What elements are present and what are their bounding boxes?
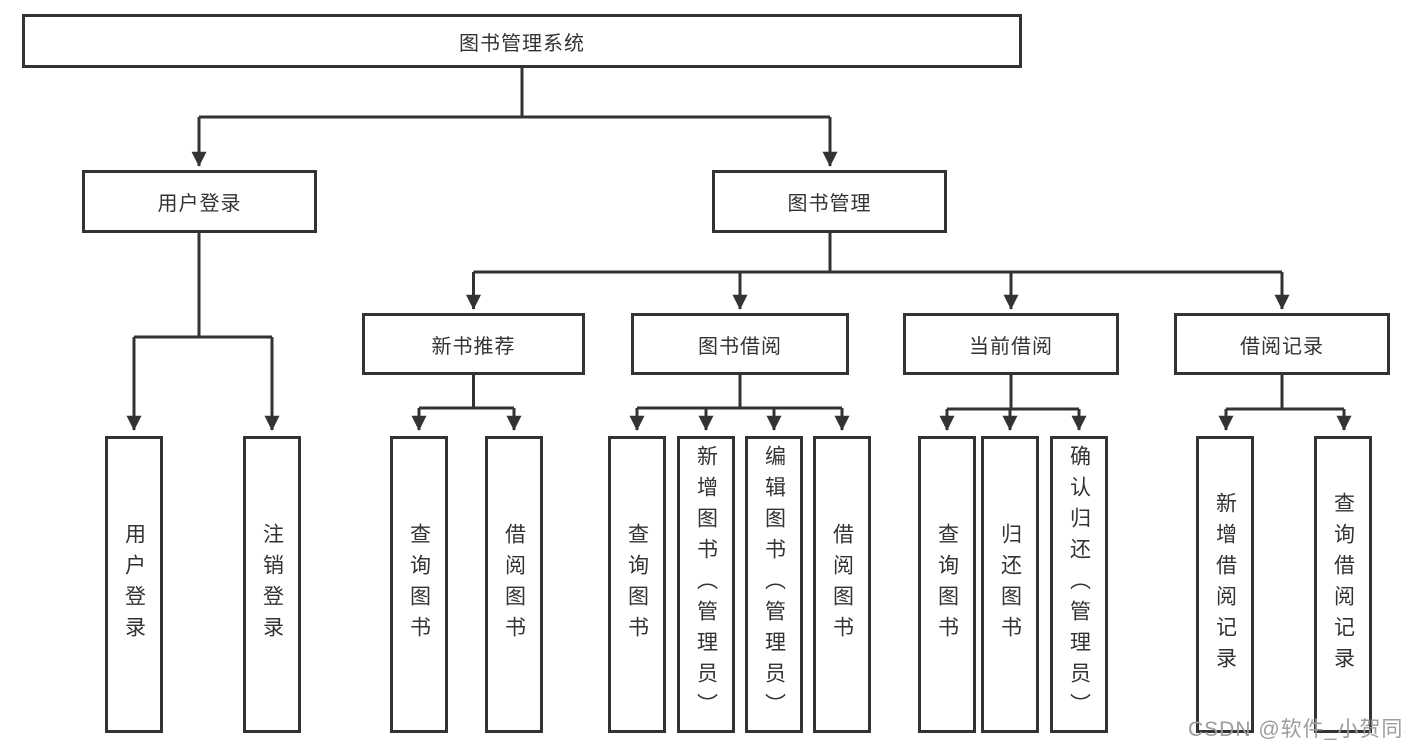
leaf-borrow-borrow-books: 借阅图书 <box>813 436 871 733</box>
connector-bookmgmt-trunk <box>473 233 1282 274</box>
connector-borrow-trunk <box>637 375 842 410</box>
node-current-borrowing: 当前借阅 <box>903 313 1119 375</box>
leaf-current-confirm-return-admin: 确认归还（管理员） <box>1050 436 1108 733</box>
leaf-borrow-query-books-label: 查询图书 <box>625 522 649 647</box>
leaf-current-return-books-label: 归还图书 <box>998 522 1022 647</box>
leaf-newrec-query-books-label: 查询图书 <box>407 522 431 647</box>
leaf-user-login-label: 用户登录 <box>122 522 146 647</box>
leaf-borrow-add-books-admin-label: 新增图书（管理员） <box>694 445 718 724</box>
leaf-borrow-edit-books-admin: 编辑图书（管理员） <box>745 436 803 733</box>
leaf-borrow-add-books-admin: 新增图书（管理员） <box>677 436 735 733</box>
node-new-book-recommend: 新书推荐 <box>362 313 585 375</box>
leaf-current-confirm-return-admin-label: 确认归还（管理员） <box>1067 445 1091 724</box>
leaf-records-query-record: 查询借阅记录 <box>1314 436 1372 733</box>
node-book-management: 图书管理 <box>712 170 947 233</box>
leaf-current-query-books: 查询图书 <box>918 436 976 733</box>
node-borrowing-records-label: 借阅记录 <box>1240 335 1324 358</box>
leaf-logout-label: 注销登录 <box>260 522 284 647</box>
node-book-management-label: 图书管理 <box>787 193 872 215</box>
node-book-borrowing-label: 图书借阅 <box>698 335 782 358</box>
leaf-newrec-borrow-books-label: 借阅图书 <box>502 522 526 647</box>
leaf-logout: 注销登录 <box>243 436 301 733</box>
leaf-records-add-record-label: 新增借阅记录 <box>1213 491 1237 678</box>
connector-userlogin-trunk <box>134 233 272 339</box>
node-new-book-recommend-label: 新书推荐 <box>431 335 516 358</box>
leaf-records-add-record: 新增借阅记录 <box>1196 436 1254 733</box>
connector-root-trunk <box>199 68 830 119</box>
csdn-watermark: CSDN @软件_小贺同学 <box>1188 718 1405 741</box>
leaf-current-return-books: 归还图书 <box>981 436 1039 733</box>
connector-current-trunk <box>947 375 1079 411</box>
leaf-borrow-borrow-books-label: 借阅图书 <box>830 522 854 647</box>
leaf-user-login: 用户登录 <box>105 436 163 733</box>
leaf-borrow-query-books: 查询图书 <box>608 436 666 733</box>
node-root-system: 图书管理系统 <box>22 14 1022 68</box>
node-user-login: 用户登录 <box>82 170 317 233</box>
connector-records-trunk <box>1226 375 1344 411</box>
connector-newbook-trunk <box>419 375 514 410</box>
node-current-borrowing-label: 当前借阅 <box>969 335 1053 358</box>
node-borrowing-records: 借阅记录 <box>1174 313 1390 375</box>
node-user-login-label: 用户登录 <box>157 193 242 215</box>
leaf-records-query-record-label: 查询借阅记录 <box>1331 491 1355 678</box>
leaf-borrow-edit-books-admin-label: 编辑图书（管理员） <box>762 445 786 724</box>
leaf-newrec-query-books: 查询图书 <box>390 436 448 733</box>
leaf-newrec-borrow-books: 借阅图书 <box>485 436 543 733</box>
leaf-current-query-books-label: 查询图书 <box>935 522 959 647</box>
node-book-borrowing: 图书借阅 <box>631 313 849 375</box>
node-root-label: 图书管理系统 <box>459 32 585 55</box>
